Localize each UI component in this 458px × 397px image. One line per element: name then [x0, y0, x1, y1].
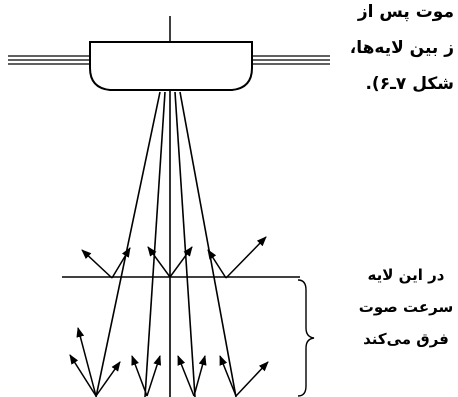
left-incident-ray — [95, 91, 161, 397]
transducer-cable-left — [8, 55, 90, 65]
transducer-cable-right — [252, 55, 330, 65]
body-text-line-2: ز بین لایه‌ها، — [349, 38, 454, 58]
left-inner-ray — [144, 91, 166, 397]
body-text-line-1: موت پس از — [357, 2, 454, 22]
right-inner-ray — [174, 91, 196, 397]
layer-label-line-2: سرعت صوت — [358, 298, 454, 316]
boundary-reflection-arrows — [81, 236, 267, 279]
transducer-body — [89, 41, 253, 91]
right-incident-ray — [179, 91, 237, 397]
lower-scatter-arrows — [69, 327, 269, 397]
layer-label-line-3: فرق می‌کند — [363, 330, 449, 348]
layer-label-line-1: در این لایه — [367, 266, 445, 284]
layer-brace — [297, 279, 315, 397]
body-text-line-3: شکل ۷ـ۶). — [365, 74, 454, 94]
